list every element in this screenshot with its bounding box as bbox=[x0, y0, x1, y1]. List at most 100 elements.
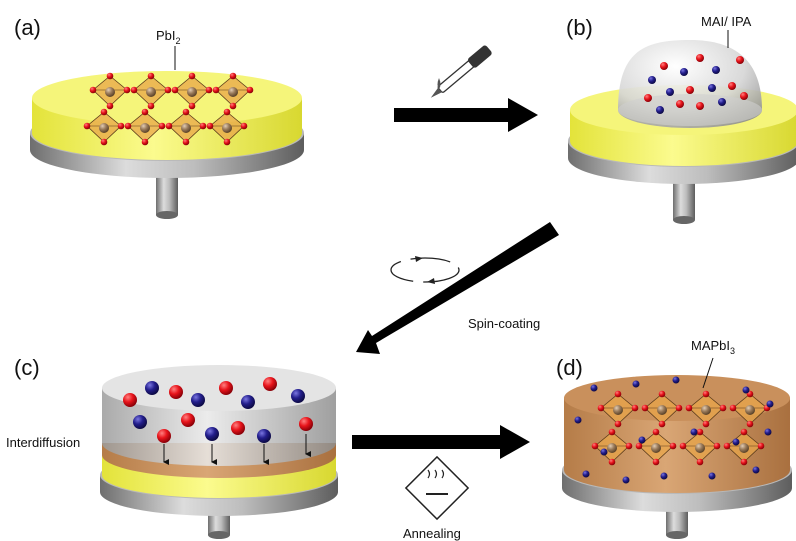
mai-solution-layer bbox=[102, 365, 336, 466]
lead-atom bbox=[228, 87, 238, 97]
iodide-ion bbox=[263, 377, 277, 391]
ma-cation bbox=[205, 427, 219, 441]
iodide-ion bbox=[199, 122, 207, 130]
iodide-ion bbox=[660, 62, 668, 70]
iodide-ion bbox=[188, 102, 196, 110]
iodide-ion bbox=[165, 122, 173, 130]
iodide-ion bbox=[246, 86, 254, 94]
iodide-ion bbox=[719, 404, 727, 412]
iodide-ion bbox=[696, 102, 704, 110]
lead-atom bbox=[187, 87, 197, 97]
lead-atom bbox=[613, 405, 623, 415]
ma-cation bbox=[660, 472, 668, 480]
iodide-ion bbox=[188, 72, 196, 80]
iodide-ion bbox=[713, 442, 721, 450]
iodide-ion bbox=[181, 413, 195, 427]
iodide-ion bbox=[658, 420, 666, 428]
droplet-ions bbox=[644, 54, 748, 114]
iodide-ion bbox=[171, 86, 179, 94]
iodide-ion bbox=[123, 393, 137, 407]
iodide-ion bbox=[205, 86, 213, 94]
lead-atom bbox=[99, 123, 109, 133]
interdiffusion-annotation: Interdiffusion bbox=[6, 435, 80, 450]
drop-icon bbox=[437, 78, 441, 89]
ma-cation bbox=[764, 428, 772, 436]
ma-cation bbox=[690, 428, 698, 436]
iodide-ion bbox=[740, 428, 748, 436]
iodide-ion bbox=[723, 442, 731, 450]
diffusion-arrows bbox=[163, 434, 311, 465]
ma-cation bbox=[241, 395, 255, 409]
arrow-b-to-c bbox=[356, 222, 559, 354]
ma-cation bbox=[666, 88, 674, 96]
iodide-ion bbox=[729, 404, 737, 412]
ma-cation bbox=[257, 429, 271, 443]
iodide-ion bbox=[614, 390, 622, 398]
iodide-ion bbox=[124, 122, 132, 130]
iodide-ion bbox=[299, 417, 313, 431]
lead-atom bbox=[701, 405, 711, 415]
iodide-ion bbox=[182, 138, 190, 146]
ma-cation bbox=[291, 389, 305, 403]
iodide-ion bbox=[591, 442, 599, 450]
lead-atom bbox=[695, 443, 705, 453]
iodide-ion bbox=[141, 138, 149, 146]
mapbi3-annotation: MAPbI3 bbox=[691, 338, 735, 356]
ma-cation bbox=[648, 76, 656, 84]
ma-cation bbox=[732, 438, 740, 446]
panel-a-label: (a) bbox=[14, 15, 41, 40]
iodide-ion bbox=[736, 56, 744, 64]
lead-atom bbox=[105, 87, 115, 97]
iodide-ion bbox=[728, 82, 736, 90]
iodide-ion bbox=[652, 458, 660, 466]
spin-rotation-icon bbox=[390, 256, 460, 284]
iodide-ion bbox=[100, 138, 108, 146]
ma-cation bbox=[191, 393, 205, 407]
iodide-ion bbox=[740, 92, 748, 100]
iodide-ion bbox=[106, 72, 114, 80]
iodide-ion bbox=[644, 94, 652, 102]
pbi2-film-a bbox=[32, 71, 302, 160]
iodide-ion bbox=[219, 381, 233, 395]
panel-b: (b) MAI/ IPA bbox=[566, 14, 796, 224]
panel-a: (a) PbI2 bbox=[14, 15, 304, 219]
iodide-ion bbox=[685, 404, 693, 412]
iodide-ion bbox=[608, 458, 616, 466]
ma-cation bbox=[708, 84, 716, 92]
pbi2-annotation: PbI2 bbox=[156, 28, 181, 46]
iodide-ion bbox=[229, 72, 237, 80]
lead-atom bbox=[739, 443, 749, 453]
iodide-ion bbox=[702, 420, 710, 428]
lead-atom bbox=[181, 123, 191, 133]
iodide-ion bbox=[679, 442, 687, 450]
ma-cation bbox=[712, 66, 720, 74]
dropper-icon bbox=[430, 45, 492, 98]
perovskite-film bbox=[564, 375, 790, 493]
lead-atom bbox=[607, 443, 617, 453]
ma-cation bbox=[145, 381, 159, 395]
pbi2-lattice bbox=[83, 72, 254, 146]
iodide-ion bbox=[676, 100, 684, 108]
iodide-ion bbox=[100, 108, 108, 116]
spin-coating-label: Spin-coating bbox=[468, 316, 540, 331]
lead-atom bbox=[140, 123, 150, 133]
lead-atom bbox=[651, 443, 661, 453]
ma-cation bbox=[600, 448, 608, 456]
lead-atom bbox=[657, 405, 667, 415]
ma-cation bbox=[680, 68, 688, 76]
iodide-ion bbox=[240, 122, 248, 130]
arrow-a-to-b bbox=[394, 98, 538, 132]
iodide-ion bbox=[675, 404, 683, 412]
iodide-ion bbox=[757, 442, 765, 450]
iodide-ion bbox=[223, 138, 231, 146]
iodide-ion bbox=[158, 122, 166, 130]
iodide-ion bbox=[608, 428, 616, 436]
ma-cation bbox=[622, 476, 630, 484]
iodide-ion bbox=[231, 421, 245, 435]
iodide-ion bbox=[597, 404, 605, 412]
iodide-ion bbox=[652, 428, 660, 436]
iodide-ion bbox=[625, 442, 633, 450]
iodide-ion bbox=[614, 420, 622, 428]
iodide-ion bbox=[117, 122, 125, 130]
